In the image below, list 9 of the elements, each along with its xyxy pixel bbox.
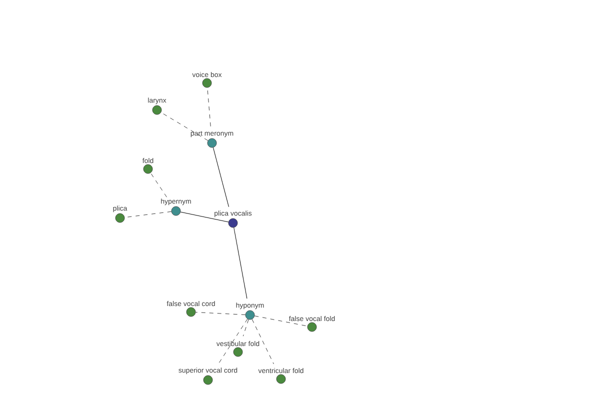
connector-line: [252, 319, 274, 364]
connector-line: [212, 147, 230, 208]
connector-line: [150, 172, 167, 198]
connector-line: [254, 316, 308, 326]
connector-line: [242, 319, 249, 336]
connector-line: [160, 112, 208, 141]
connector-line: [180, 212, 229, 222]
connector-line: [234, 227, 248, 299]
connector-line: [196, 312, 246, 315]
